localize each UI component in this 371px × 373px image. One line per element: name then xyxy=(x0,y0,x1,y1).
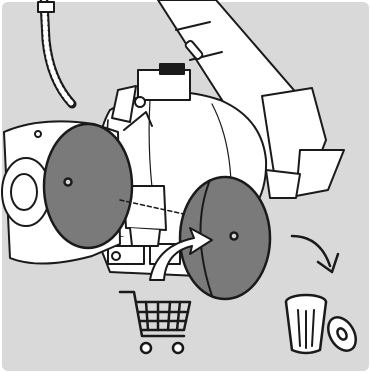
mounted-grinding-wheel-icon xyxy=(44,124,132,248)
